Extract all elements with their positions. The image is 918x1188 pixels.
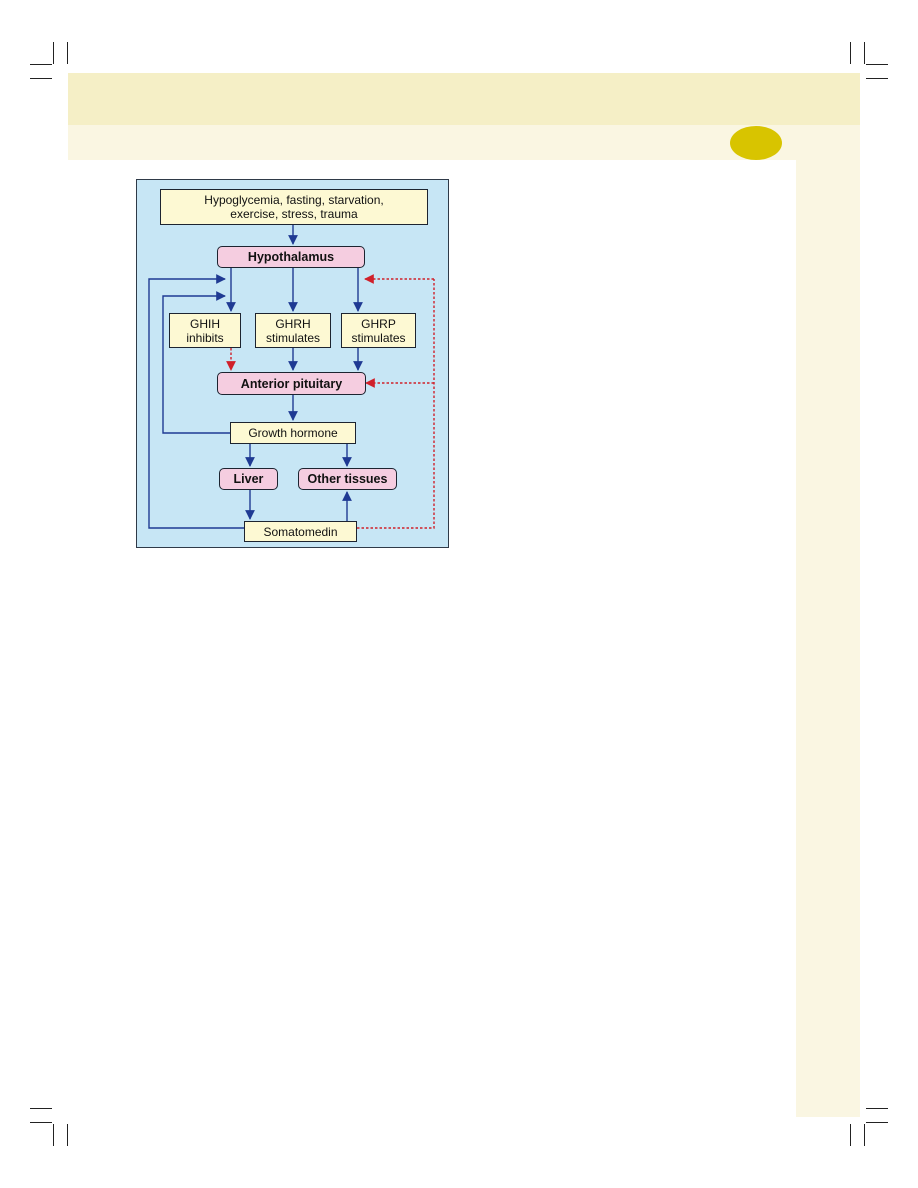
liver-box: Liver — [219, 468, 278, 490]
crop-mark — [864, 1124, 865, 1146]
ghrh-box: GHRH stimulates — [255, 313, 331, 348]
liver-label: Liver — [233, 472, 264, 486]
ghih-box: GHIH inhibits — [169, 313, 241, 348]
crop-mark — [30, 1108, 52, 1109]
crop-mark — [30, 1122, 52, 1123]
ghrp-label: GHRP stimulates — [351, 316, 406, 345]
page-number-badge — [730, 126, 782, 160]
hypothalamus-label: Hypothalamus — [247, 250, 335, 264]
somatomedin-label: Somatomedin — [263, 524, 338, 539]
crop-mark — [866, 1122, 888, 1123]
hypothalamus-box: Hypothalamus — [217, 246, 365, 268]
crop-mark — [864, 42, 865, 64]
crop-mark — [30, 78, 52, 79]
diagram-arrows — [148, 225, 435, 529]
crop-mark — [866, 64, 888, 65]
crop-mark — [866, 78, 888, 79]
somatomedin-box: Somatomedin — [244, 521, 357, 542]
dashed-line-somatomedin-feedback — [357, 279, 435, 529]
ghih-label: GHIH inhibits — [186, 316, 224, 345]
triggers-text: Hypoglycemia, fasting, starvation, exerc… — [204, 193, 384, 221]
growth-hormone-regulation-diagram: Hypoglycemia, fasting, starvation, exerc… — [136, 179, 449, 548]
anterior-pituitary-label: Anterior pituitary — [240, 376, 343, 391]
arrow-somatomedin-feedback-hypothalamus — [148, 274, 244, 529]
ghrh-label: GHRH stimulates — [265, 316, 321, 345]
crop-mark — [67, 42, 68, 64]
ghrp-box: GHRP stimulates — [341, 313, 416, 348]
other-tissues-label: Other tissues — [307, 472, 388, 486]
anterior-pituitary-box: Anterior pituitary — [217, 372, 366, 395]
crop-mark — [866, 1108, 888, 1109]
subheader-band — [68, 125, 860, 160]
crop-mark — [850, 42, 851, 64]
crop-mark — [53, 1124, 54, 1146]
crop-mark — [53, 42, 54, 64]
side-margin-band — [796, 160, 860, 1117]
crop-mark — [30, 64, 52, 65]
triggers-box: Hypoglycemia, fasting, starvation, exerc… — [160, 189, 428, 225]
other-tissues-box: Other tissues — [298, 468, 397, 490]
crop-mark — [850, 1124, 851, 1146]
arrow-gh-feedback-hypothalamus — [162, 291, 230, 434]
crop-mark — [67, 1124, 68, 1146]
growth-hormone-box: Growth hormone — [230, 422, 356, 444]
growth-hormone-label: Growth hormone — [248, 426, 338, 440]
header-band — [68, 73, 860, 125]
